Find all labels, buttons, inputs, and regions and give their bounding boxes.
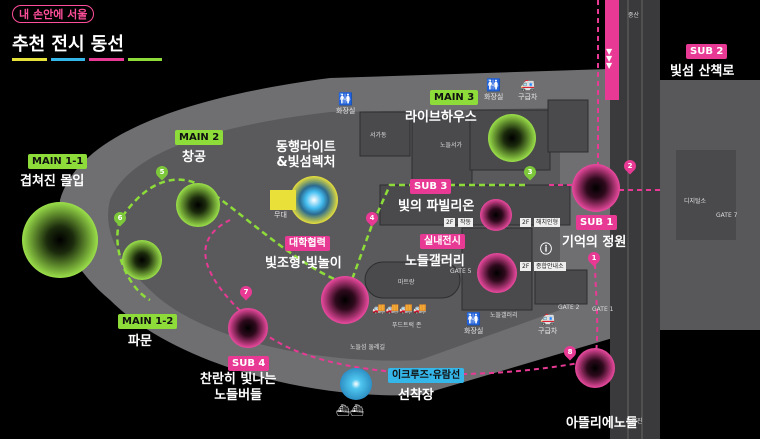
gallery-label-3: 노들갤러리 xyxy=(490,312,518,319)
zone-main1-1-glow[interactable] xyxy=(22,202,98,278)
tag-indoor: 실내전시 xyxy=(420,234,465,249)
tag-main1-2: MAIN 1-2 xyxy=(118,314,178,329)
studio-label: 작동 xyxy=(458,218,474,227)
label-lecture: 동행라이트 &빛섬렉처 xyxy=(276,140,336,170)
restroom-icon-1: 🚻 xyxy=(338,92,353,106)
page-title: 추천 전시 동선 xyxy=(12,34,124,55)
ambulance-label-1: 구급차 xyxy=(518,93,538,101)
tag-cruise: 이크루즈·유람선 xyxy=(388,368,465,383)
route-marker-4[interactable]: 4 xyxy=(363,209,381,227)
label-main1-1: 겹쳐진 몰입 xyxy=(20,174,85,189)
restroom-icon-3: 🚻 xyxy=(466,312,481,326)
label-main1-2: 파문 xyxy=(128,334,152,349)
gate-2: GATE 2 xyxy=(558,304,580,311)
gallery-label-4: 디지털소 xyxy=(684,198,707,205)
floor-tag-c: 2F xyxy=(520,262,532,271)
route-marker-3[interactable]: 3 xyxy=(521,163,539,181)
haechi-doll-label: 해치인형 xyxy=(534,218,561,227)
tag-sub2: SUB 2 xyxy=(686,44,728,59)
ambulance-icon-2: 🚑 xyxy=(540,312,555,326)
label-cruise: 선착장 xyxy=(398,388,434,403)
title-underline xyxy=(12,58,162,61)
gallery-label-1: 노들서가 xyxy=(440,142,463,149)
ship-icon: ⛴⛴ xyxy=(336,404,364,417)
stage-label: 무대 xyxy=(274,211,287,219)
floor-tag-a: 2F xyxy=(444,218,456,227)
ambulance-label-2: 구급차 xyxy=(538,327,558,335)
label-main3: 라이브하우스 xyxy=(405,110,477,125)
ambulance-icon-1: 🚑 xyxy=(520,78,535,92)
label-sub2: 빛섬 산책로 xyxy=(670,64,735,79)
martbang-label: 마트랑 xyxy=(398,279,415,286)
stage-block xyxy=(270,190,296,210)
tag-college: 대학협력 xyxy=(285,236,330,251)
label-sub3: 빛의 파빌리온 xyxy=(398,199,475,214)
info-icon: ⓘ xyxy=(540,242,553,256)
zone-main2-glow[interactable] xyxy=(176,183,220,227)
route-marker-1[interactable]: 1 xyxy=(585,249,603,267)
route-sub xyxy=(204,0,660,376)
zone-lecture-glow[interactable] xyxy=(290,176,338,224)
label-college: 빛조형·빛놀이 xyxy=(265,256,342,271)
tag-main2: MAIN 2 xyxy=(175,130,224,145)
underline-green xyxy=(127,58,162,61)
tag-sub4: SUB 4 xyxy=(228,356,270,371)
label-sub1: 기억의 정원 xyxy=(562,235,627,250)
zone-atteulie-glow[interactable] xyxy=(575,348,615,388)
route-marker-8[interactable]: 8 xyxy=(561,343,579,361)
gate-1: GATE 1 xyxy=(592,306,614,313)
tag-main3: MAIN 3 xyxy=(430,90,479,105)
logo-badge: 내 손안에 서울 xyxy=(12,5,95,23)
walkway-arrows: ▼▼▼ xyxy=(606,47,613,70)
underline-yellow xyxy=(12,58,47,61)
underline-pink xyxy=(89,58,124,61)
underline-cyan xyxy=(50,58,85,61)
restroom-label-2: 화장실 xyxy=(484,93,504,101)
label-indoor: 노들갤러리 xyxy=(405,254,465,269)
zone-indoor-glow[interactable] xyxy=(477,253,517,293)
label-atteulie: 아뜰리에노들 xyxy=(566,416,638,431)
road-path-label: 노들섬 둘레길 xyxy=(350,344,386,351)
gate-5: GATE 5 xyxy=(450,268,472,275)
floor-tag-b: 2F xyxy=(520,218,532,227)
zone-sub4-glow[interactable] xyxy=(228,308,268,348)
zone-cruise-glow[interactable] xyxy=(340,368,372,400)
pink-walkway xyxy=(605,0,619,100)
gallery-label-2: 서가동 xyxy=(370,132,387,139)
road-label-bottom: 노량진 xyxy=(626,418,643,425)
route-main xyxy=(116,178,525,302)
zone-college-glow[interactable] xyxy=(321,276,369,324)
restroom-label-1: 화장실 xyxy=(336,107,356,115)
zone-sub3-glow[interactable] xyxy=(480,199,512,231)
road-label-top: 중산 xyxy=(628,12,640,19)
label-sub4: 찬란히 빛나는 노들버들 xyxy=(200,372,277,403)
route-marker-7[interactable]: 7 xyxy=(237,283,255,301)
info-center-label: 종합안내소 xyxy=(534,262,566,271)
gate-7: GATE 7 xyxy=(716,212,738,219)
route-marker-6[interactable]: 6 xyxy=(111,209,129,227)
label-main2: 창공 xyxy=(182,150,206,165)
tag-main1-1: MAIN 1-1 xyxy=(28,154,88,169)
route-marker-5[interactable]: 5 xyxy=(153,163,171,181)
foodtruck-label: 푸드트럭 존 xyxy=(392,322,422,329)
logo-text: 내 손안에 서울 xyxy=(19,8,88,21)
restroom-icon-2: 🚻 xyxy=(486,78,501,92)
zone-main3-glow[interactable] xyxy=(488,114,536,162)
tag-sub3: SUB 3 xyxy=(410,179,452,194)
zone-main1-2-glow[interactable] xyxy=(122,240,162,280)
tag-sub1: SUB 1 xyxy=(576,215,618,230)
foodtruck-icon: 🚚🚚🚚🚚 xyxy=(372,302,427,315)
route-marker-2[interactable]: 2 xyxy=(621,157,639,175)
zone-sub1-glow[interactable] xyxy=(572,164,620,212)
restroom-label-3: 화장실 xyxy=(464,327,484,335)
